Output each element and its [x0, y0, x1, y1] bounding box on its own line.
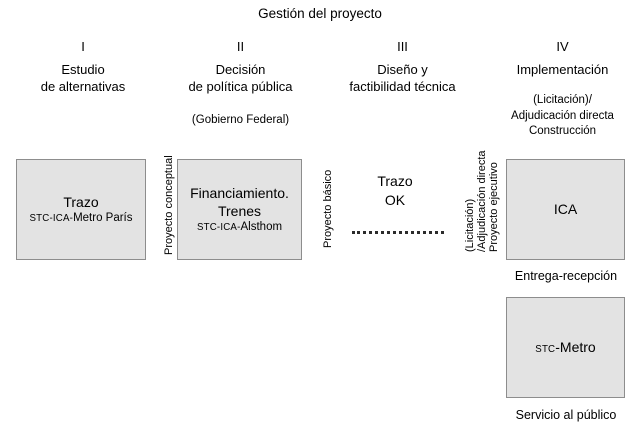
box3-line1: Trazo — [377, 173, 413, 189]
box5-label-abbrev: STC — [535, 344, 556, 356]
box5-label: STC-Metro — [507, 338, 624, 357]
box2-line3: STC-ICA-Alsthom — [178, 220, 301, 235]
diagram-title: Gestión del proyecto — [258, 6, 382, 21]
phase-title-3-line2: factibilidad técnica — [349, 79, 456, 95]
label-entrega-recepcion: Entrega-recepción — [514, 269, 618, 283]
phase-header-1: I Estudio de alternativas — [18, 38, 148, 95]
phase-header-3: III Diseño y factibilidad técnica — [330, 38, 475, 95]
box-decision-politica: Financiamiento. Trenes STC-ICA-Alsthom — [177, 159, 302, 260]
connector-licitacion: (Licitación) — [464, 199, 476, 253]
box1-line1: Trazo — [63, 193, 99, 210]
box-estudio-alternativas: Trazo STC-ICA-Metro París — [16, 159, 146, 260]
phase-title-1-line1: Estudio — [61, 62, 105, 78]
connector-proyecto-basico: Proyecto básico — [322, 170, 338, 249]
phase-header-2: II Decisión de política pública — [168, 38, 313, 95]
phase-title-4-line1: Implementación — [516, 62, 609, 78]
box-ica: ICA — [506, 159, 625, 260]
phase-note-4-line3: Construcción — [528, 125, 597, 138]
phase-title-2-line2: de política pública — [188, 79, 293, 95]
box1-line2: STC-ICA-Metro París — [17, 211, 145, 226]
box3-line2: OK — [384, 191, 406, 208]
connector-proyecto-ejecutivo: Proyecto ejecutivo — [488, 162, 500, 253]
box-trazo-ok: Trazo OK — [340, 172, 450, 210]
phase-note-4-line1: (Licitación)/ — [533, 94, 592, 106]
phase-note-2: (Gobierno Federal) — [191, 114, 290, 126]
phase-roman-3: III — [397, 39, 408, 54]
phase-roman-1: I — [81, 39, 85, 54]
box1-line2-abbrev: STC-ICA- — [29, 213, 74, 225]
box2-line3-abbrev: STC-ICA- — [196, 222, 241, 234]
phase-title-3-line1: Diseño y — [377, 62, 428, 78]
dotted-connector — [352, 231, 444, 234]
phase-roman-4: IV — [556, 39, 569, 54]
box1-line2-rest: Metro París — [73, 212, 133, 225]
box5-label-rest: -Metro — [555, 339, 596, 356]
box-stc-metro: STC-Metro — [506, 297, 625, 398]
label-servicio-publico: Servicio al público — [515, 408, 617, 422]
connector-adjudicacion: /Adjudicación directa — [476, 150, 488, 253]
box2-line1: Financiamiento. — [190, 184, 289, 201]
phase-title-1-line2: de alternativas — [40, 79, 126, 95]
phase-title-2-line1: Decisión — [215, 62, 266, 78]
phase-note-4-line2: Adjudicación directa — [511, 109, 614, 122]
box4-label: ICA — [553, 201, 578, 218]
phase-header-4: IV Implementación — [490, 38, 635, 78]
connector-proyecto-basico-label: Proyecto básico — [322, 169, 334, 248]
phase-note-4: (Licitación)/ Adjudicación directa Const… — [490, 93, 635, 140]
box2-line3-rest: Alsthom — [240, 221, 283, 234]
box2-line2: Trenes — [217, 203, 262, 220]
connector-proyecto-ejecutivo-label: Proyecto ejecutivo — [488, 162, 500, 252]
connector-proyecto-conceptual-label: Proyecto conceptual — [163, 155, 175, 255]
phase-roman-2: II — [236, 39, 245, 54]
